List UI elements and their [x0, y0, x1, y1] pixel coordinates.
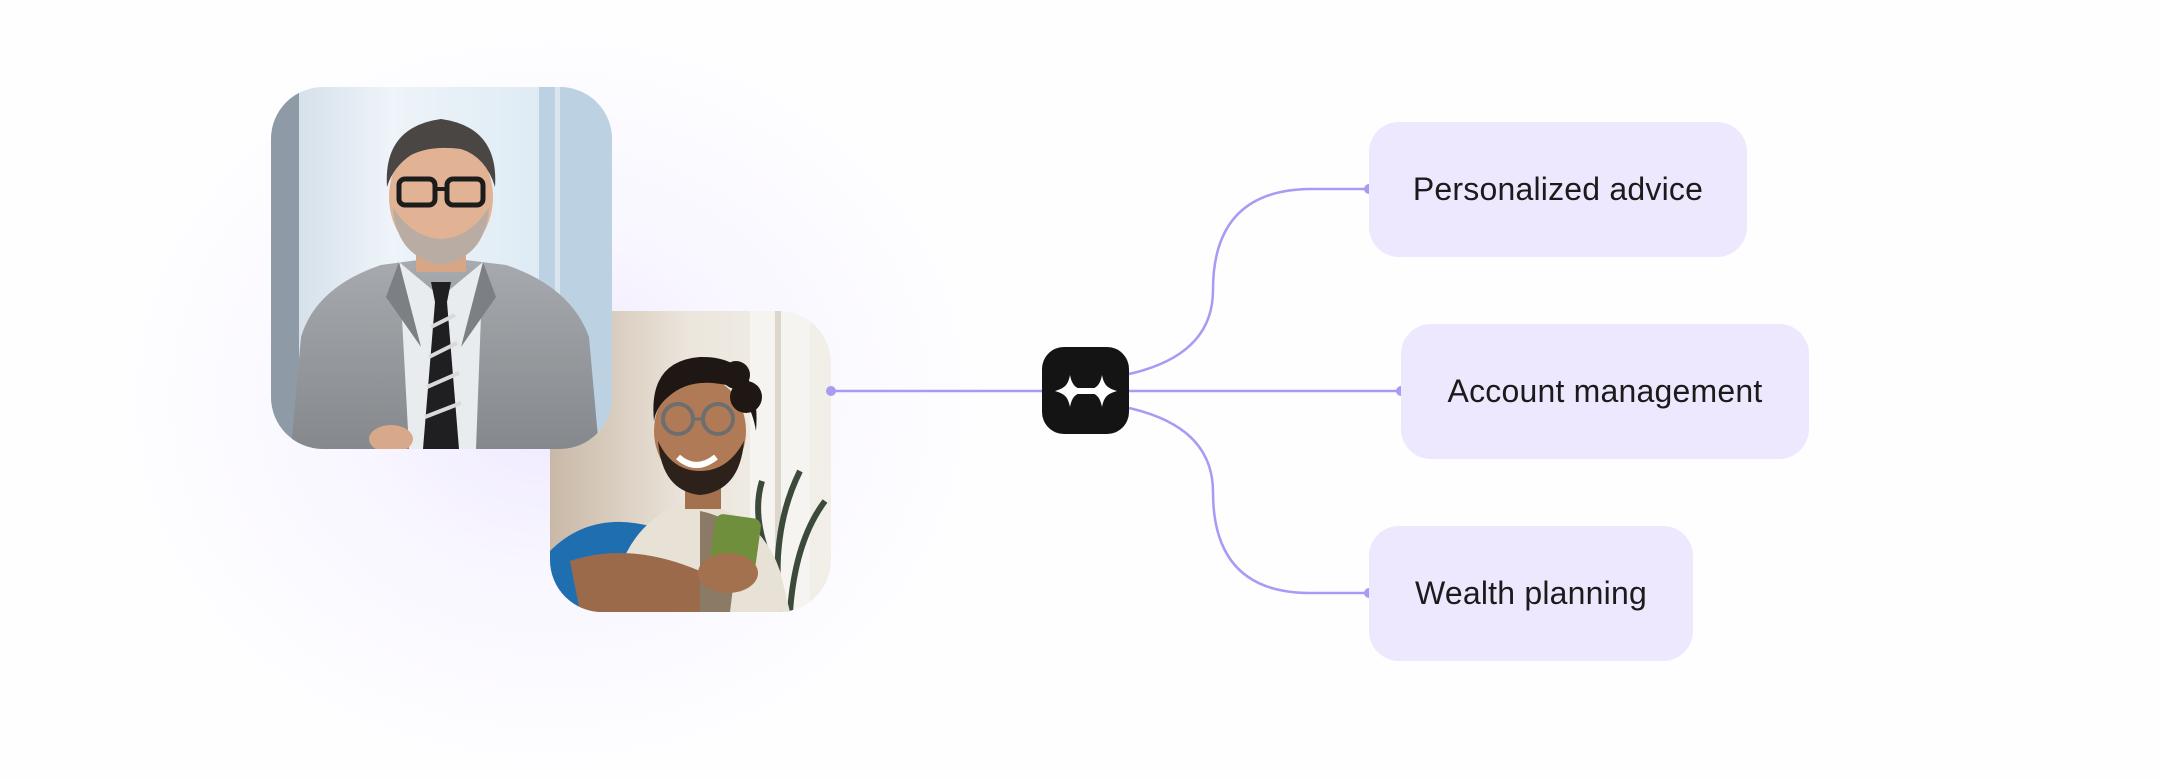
sparkle-logo-icon — [1054, 374, 1117, 407]
advisor-photo — [271, 87, 612, 449]
node-personalized-advice: Personalized advice — [1369, 122, 1747, 257]
client-photo — [550, 311, 831, 612]
client-photo-illustration — [550, 311, 831, 612]
node-wealth-planning: Wealth planning — [1369, 526, 1693, 661]
connector-personalized-advice — [1128, 187, 1369, 376]
input-connector-dot — [826, 386, 836, 396]
node-account-management: Account management — [1401, 324, 1809, 459]
hub-logo — [1042, 347, 1129, 434]
connector-wealth-planning — [1128, 406, 1369, 595]
advisor-photo-illustration — [271, 87, 612, 449]
node-label: Account management — [1447, 373, 1763, 409]
node-label: Wealth planning — [1415, 575, 1647, 611]
node-label: Personalized advice — [1412, 171, 1704, 207]
